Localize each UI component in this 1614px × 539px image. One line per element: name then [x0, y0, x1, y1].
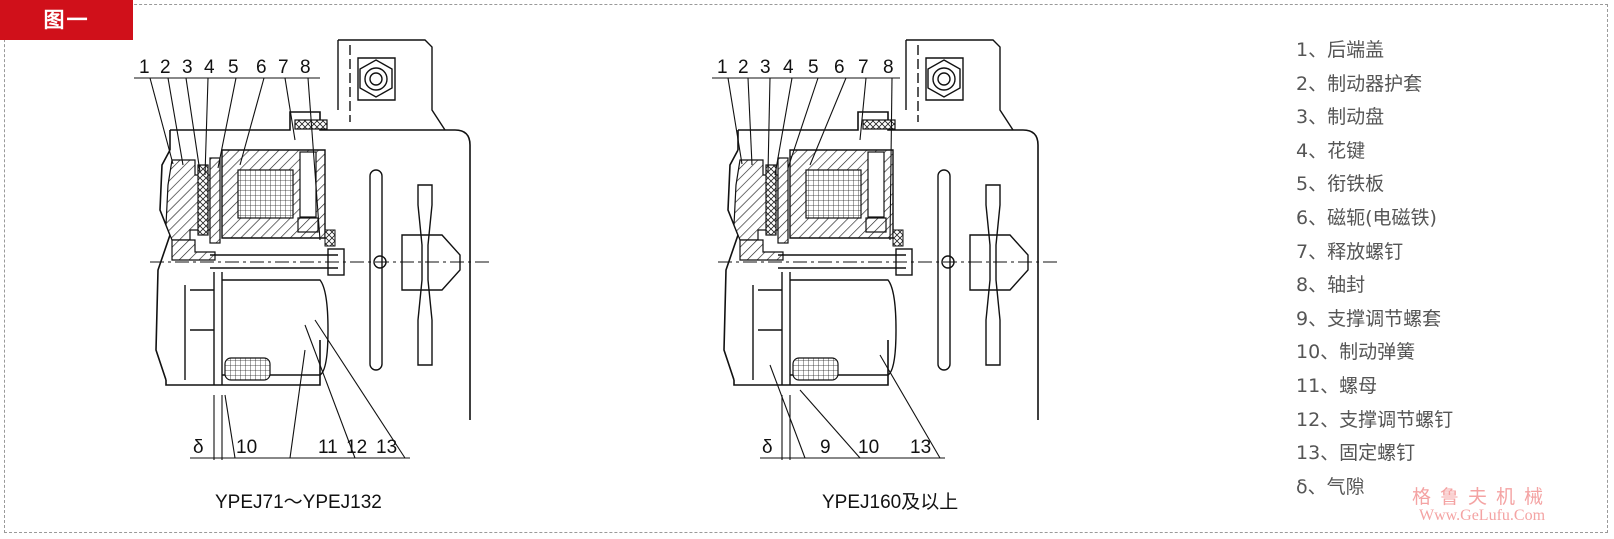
left-top-callouts: 1 2 3 4 5 6 7 8: [134, 57, 321, 241]
left-callout-7: 7: [278, 57, 289, 78]
legend-item: 8、轴封: [1296, 274, 1366, 297]
legend-item: δ、气隙: [1296, 475, 1365, 498]
legend-item: 13、固定螺钉: [1296, 442, 1416, 465]
left-callout-5: 5: [228, 57, 239, 78]
left-callout-delta: δ: [193, 437, 204, 458]
right-callout-2: 2: [738, 57, 749, 78]
figure-tag: 图一: [0, 0, 133, 40]
legend-item: 5、衔铁板: [1296, 173, 1385, 196]
right-callout-delta: δ: [762, 437, 773, 458]
left-callout-10: 10: [236, 437, 257, 458]
left-callout-6: 6: [256, 57, 267, 78]
right-callout-10: 10: [858, 437, 879, 458]
right-callout-4: 4: [783, 57, 794, 78]
legend-item: 3、制动盘: [1296, 106, 1385, 129]
right-callout-7: 7: [858, 57, 869, 78]
left-callout-12: 12: [346, 437, 367, 458]
right-callout-5: 5: [808, 57, 819, 78]
left-callout-1: 1: [139, 57, 150, 78]
left-callout-3: 3: [182, 57, 193, 78]
legend-item: 1、后端盖: [1296, 39, 1385, 61]
legend-item: 6、磁轭(电磁铁): [1296, 206, 1437, 229]
right-callout-8: 8: [883, 57, 894, 78]
left-callout-13: 13: [376, 437, 397, 458]
left-callout-4: 4: [204, 57, 215, 78]
legend-item: 2、制动器护套: [1296, 72, 1423, 95]
right-callout-6: 6: [834, 57, 845, 78]
legend-item: 4、花键: [1296, 139, 1366, 162]
left-callout-8: 8: [300, 57, 311, 78]
left-brake-drawing: [149, 39, 491, 421]
right-callout-9: 9: [820, 437, 831, 458]
right-top-callouts: 1 2 3 4 5 6 7 8: [712, 57, 900, 241]
parts-legend: 1、后端盖 2、制动器护套 3、制动盘 4、花键 5、衔铁板 6、磁轭(电磁铁)…: [1296, 34, 1453, 504]
right-bottom-callouts: δ 9 10 13: [760, 354, 945, 460]
right-callout-1: 1: [717, 57, 728, 78]
right-brake-drawing: [717, 39, 1059, 421]
left-bottom-callouts: δ 10 11 12 13: [190, 319, 410, 460]
legend-item: 10、制动弹簧: [1296, 341, 1416, 364]
left-callout-2: 2: [160, 57, 171, 78]
legend-item: 11、螺母: [1296, 374, 1378, 397]
legend-item: 12、支撑调节螺钉: [1296, 408, 1454, 431]
left-diagram-caption: YPEJ71～YPEJ132: [215, 492, 382, 513]
watermark-chinese: 格鲁夫机械: [1411, 487, 1552, 508]
watermark-url: Www.GeLufu.Com: [1418, 507, 1546, 524]
watermark: 格鲁夫机械 Www.GeLufu.Com: [1412, 482, 1552, 525]
right-diagram-caption: YPEJ160及以上: [822, 492, 959, 513]
legend-item: 7、释放螺钉: [1296, 240, 1404, 263]
legend-item: 9、支撑调节螺套: [1296, 307, 1442, 330]
right-callout-3: 3: [760, 57, 771, 78]
left-callout-11: 11: [318, 437, 338, 458]
right-callout-13: 13: [910, 437, 931, 458]
figure-frame: [4, 4, 1608, 533]
